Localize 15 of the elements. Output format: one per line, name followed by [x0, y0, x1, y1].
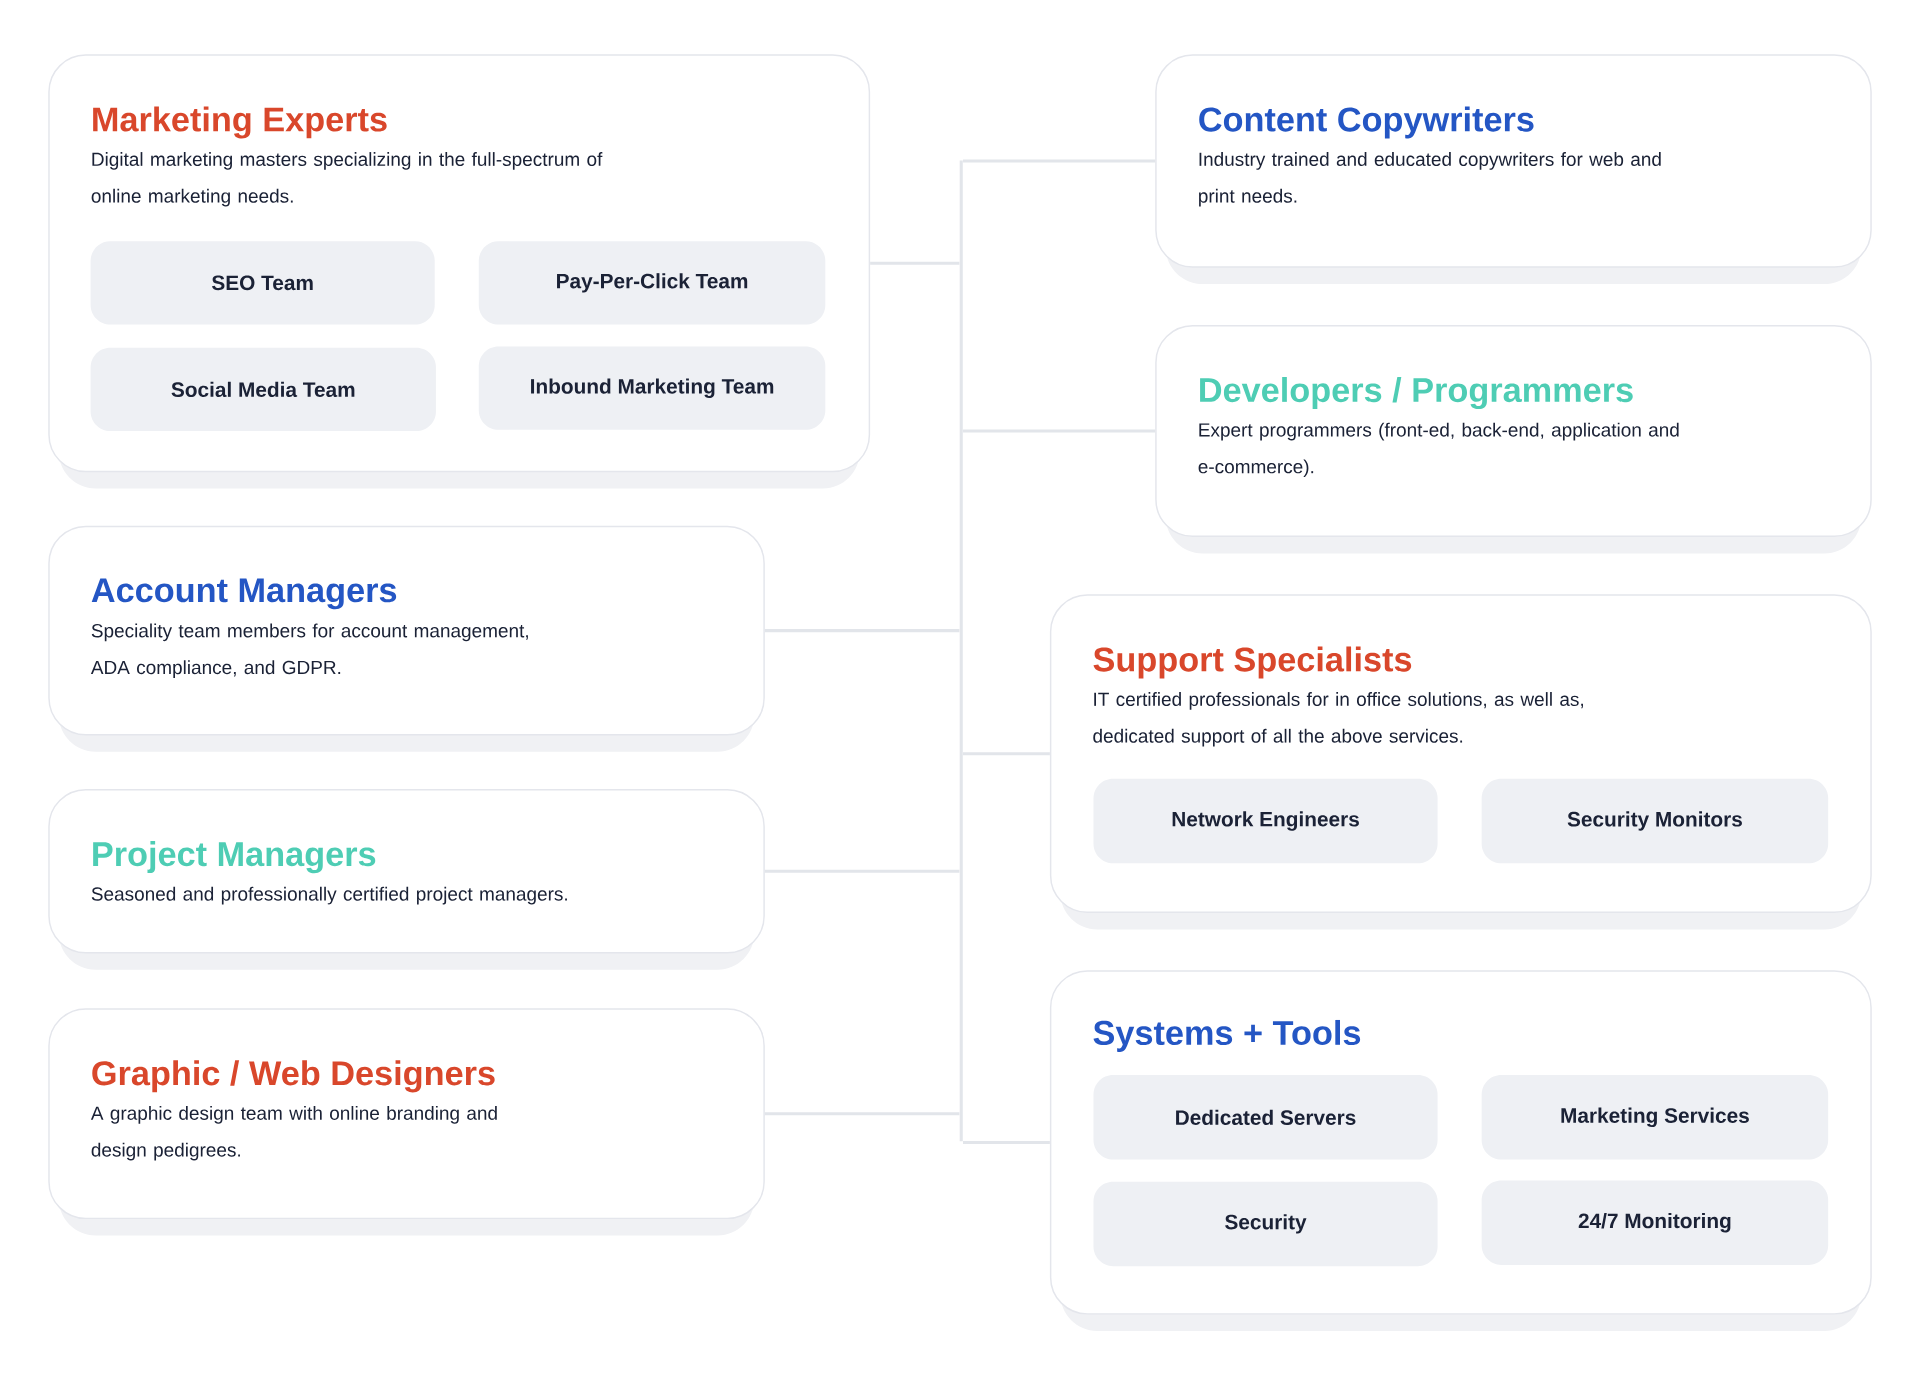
team-chip: Dedicated Servers [1093, 1075, 1438, 1160]
card: Developers / Programmers Expert programmers (front-ed, back-end, application and e-commerce). [1155, 325, 1872, 554]
team-chip: Network Engineers [1093, 779, 1438, 864]
card: Project Managers Seasoned and professionally certified project managers. [48, 789, 765, 970]
team-chip: SEO Team [90, 241, 435, 325]
team-chip: Security Monitors [1481, 779, 1829, 864]
team-chip: Security [1093, 1181, 1438, 1267]
team-chip: Marketing Services [1481, 1075, 1829, 1160]
team-chip: Pay-Per-Click Team [478, 241, 826, 325]
team-chip: 24/7 Monitoring [1481, 1180, 1829, 1266]
card: Account Managers Speciality team members for account management, ADA compliance, and GDPR. [48, 526, 765, 753]
card: Graphic / Web Designers A graphic design team with online branding and design pedigrees. [48, 1008, 765, 1236]
card: Content Copywriters Industry trained and educated copywriters for web and print needs. [1155, 54, 1872, 285]
team-chip: Inbound Marketing Team [478, 346, 826, 430]
team-chip: Social Media Team [90, 348, 436, 432]
